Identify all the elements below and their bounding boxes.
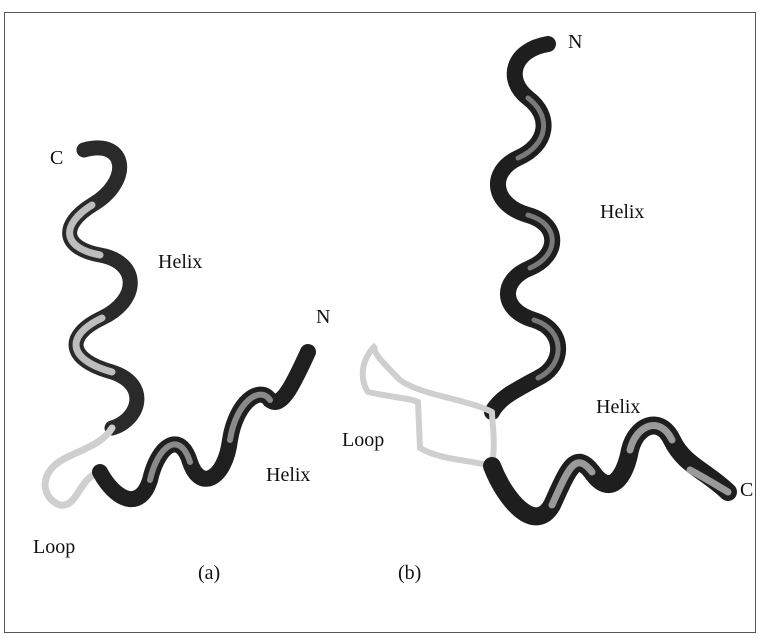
panel-a-helix-lower-label: Helix: [266, 465, 310, 485]
panel-a-caption: (a): [198, 563, 220, 583]
panel-a-helix-upper-ribbon: [70, 148, 137, 428]
panel-b-helix-lower-label: Helix: [596, 397, 640, 417]
panel-a-loop-label: Loop: [33, 537, 75, 557]
panel-a-structure: [45, 148, 308, 505]
panel-b-caption: (b): [398, 563, 421, 583]
panel-b-structure: [363, 44, 728, 516]
panel-a-n-terminus-label: N: [316, 307, 330, 327]
panel-b-c-terminus-label: C: [740, 480, 753, 500]
panel-a-helix-upper-label: Helix: [158, 252, 202, 272]
panel-b-helix-upper-highlight: [518, 98, 558, 378]
panel-b-helix-upper-label: Helix: [600, 202, 644, 222]
panel-b-loop-label: Loop: [342, 430, 384, 450]
panel-b-n-terminus-label: N: [568, 32, 582, 52]
panel-a-c-terminus-label: C: [50, 148, 63, 168]
